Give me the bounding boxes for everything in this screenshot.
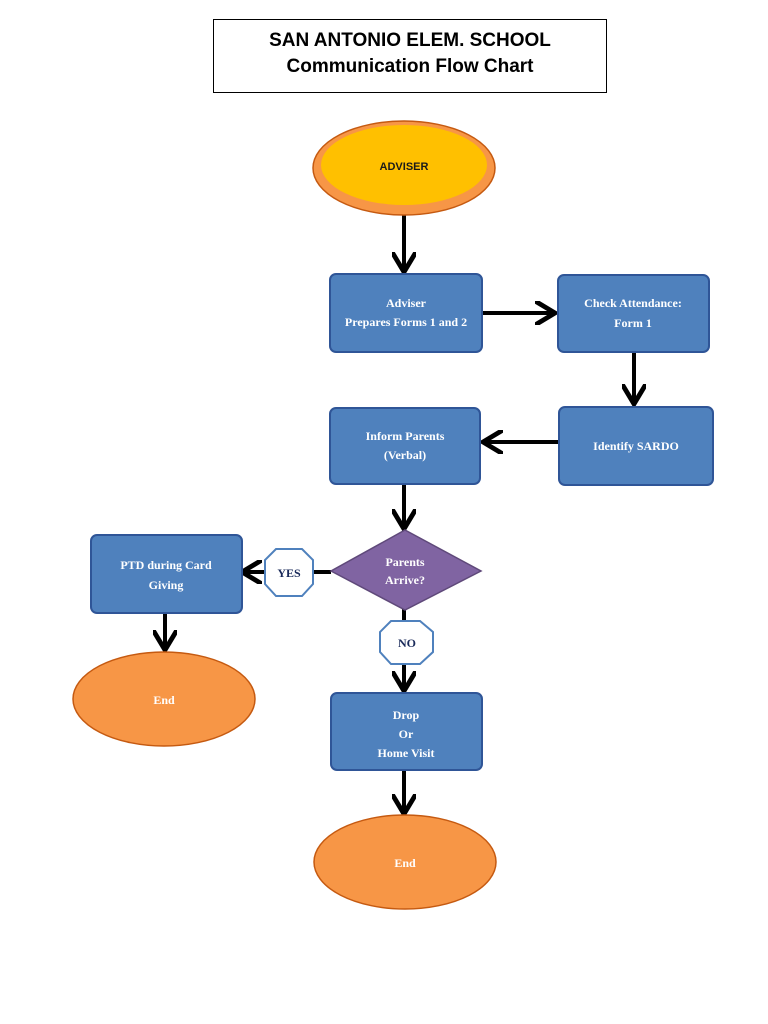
title-box: SAN ANTONIO ELEM. SCHOOL Communication F…: [213, 19, 607, 93]
adviser-start-node: ADVISER: [312, 120, 496, 216]
drop-line1: Drop: [393, 708, 420, 722]
drop-line3: Home Visit: [378, 746, 435, 760]
inform-line2: (Verbal): [384, 448, 426, 462]
yes-label: YES: [277, 566, 301, 580]
yes-label-node: YES: [264, 548, 314, 597]
chart-title: Communication Flow Chart: [286, 56, 534, 77]
end-bottom-node: End: [313, 814, 497, 910]
ptd-line2: Giving: [149, 578, 184, 592]
parents-arrive-decision: Parents Arrive?: [329, 529, 483, 611]
identify-sardo-node: Identify SARDO: [558, 406, 714, 486]
adviser-label: ADVISER: [380, 161, 429, 173]
drop-line2: Or: [399, 727, 414, 741]
no-label-node: NO: [379, 620, 434, 665]
end-left-label: End: [153, 693, 175, 707]
inform-line1: Inform Parents: [366, 429, 445, 443]
drop-home-visit-node: Drop Or Home Visit: [330, 692, 483, 771]
prepares-forms-node: Adviser Prepares Forms 1 and 2: [329, 273, 483, 353]
ptd-line1: PTD during Card: [120, 558, 212, 572]
school-name: SAN ANTONIO ELEM. SCHOOL: [269, 30, 551, 51]
prepares-line1: Adviser: [386, 296, 427, 310]
check-line2: Form 1: [614, 316, 652, 330]
check-attendance-node: Check Attendance: Form 1: [557, 274, 710, 353]
no-label: NO: [398, 636, 416, 650]
ptd-card-giving-node: PTD during Card Giving: [90, 534, 243, 614]
check-line1: Check Attendance:: [584, 296, 682, 310]
prepares-line2: Prepares Forms 1 and 2: [345, 315, 467, 329]
decision-line2: Arrive?: [385, 573, 425, 587]
identify-label: Identify SARDO: [593, 439, 679, 453]
end-bottom-label: End: [394, 856, 416, 870]
inform-parents-node: Inform Parents (Verbal): [329, 407, 481, 485]
end-left-node: End: [72, 651, 256, 747]
decision-line1: Parents: [385, 555, 424, 569]
connectors: [165, 212, 634, 812]
